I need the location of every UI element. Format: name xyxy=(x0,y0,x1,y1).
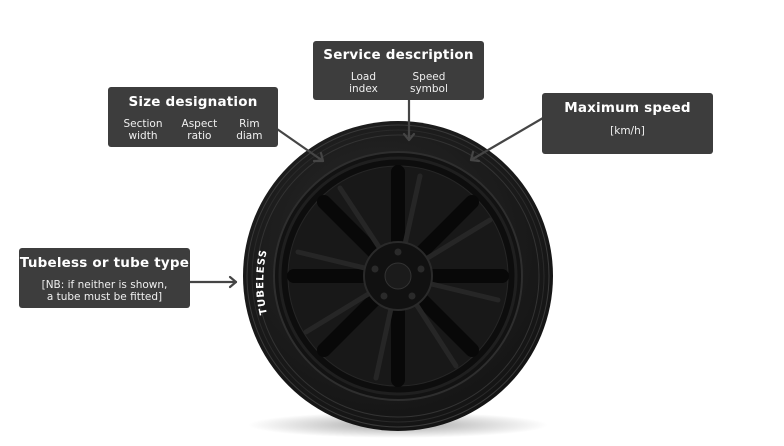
callout-tube-type: Tubeless or tube type [NB: if neither is… xyxy=(19,248,190,308)
label-aspect-ratio: Aspect ratio xyxy=(181,118,218,142)
arrow-tube xyxy=(188,275,238,289)
pointer-arrows xyxy=(188,98,545,289)
callout-speed-unit: [km/h] xyxy=(610,125,645,137)
arrow-speed xyxy=(469,116,545,163)
callout-size-items: Section width Aspect ratio Rim diam xyxy=(108,118,278,142)
callout-service-title: Service description xyxy=(323,47,474,63)
callout-size-designation: Size designation Section width Aspect ra… xyxy=(108,87,278,147)
callout-tube-title: Tubeless or tube type xyxy=(19,255,190,271)
arrow-service xyxy=(402,98,416,142)
callout-speed-title: Maximum speed xyxy=(564,100,691,116)
callout-service-description: Service description Load index Speed sym… xyxy=(313,41,484,100)
callout-size-title: Size designation xyxy=(128,94,258,110)
label-speed-symbol: Speed symbol xyxy=(409,71,448,95)
callout-service-items: Load index Speed symbol xyxy=(313,71,484,95)
callout-maximum-speed: Maximum speed [km/h] xyxy=(542,93,713,154)
callout-tube-note: [NB: if neither is shown, a tube must be… xyxy=(41,279,168,303)
label-load-index: Load index xyxy=(349,71,378,95)
label-rim-diameter: Rim diam xyxy=(236,118,263,142)
label-section-width: Section width xyxy=(123,118,163,142)
wheel-rim xyxy=(278,156,518,396)
arrow-size xyxy=(275,127,325,163)
